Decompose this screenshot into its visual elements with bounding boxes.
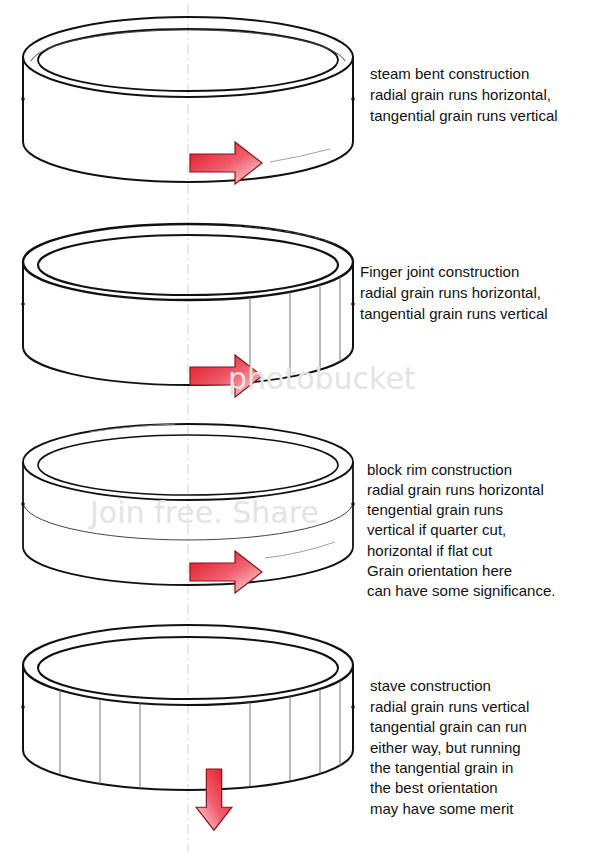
note-text: radial grain runs horizontal, (370, 85, 551, 105)
note-text: the tangential grain in (370, 758, 513, 778)
stave-line (100, 699, 101, 784)
ring-inner-rim (38, 435, 338, 495)
note-text: tangential grain runs vertical (360, 304, 548, 324)
stave-line (340, 681, 341, 766)
note-text: Finger joint construction (360, 262, 519, 282)
ring-rim (23, 224, 353, 300)
stave-ring (21, 625, 355, 830)
note-text: may have some merit (370, 799, 513, 819)
ring-bottom (23, 547, 353, 585)
note-text: radial grain runs horizontal (367, 480, 544, 500)
note-text: stave construction (370, 676, 491, 696)
ring-side (22, 665, 24, 750)
ring-bottom (23, 142, 353, 182)
axis-dot (21, 97, 25, 101)
note-text: radial grain runs horizontal, (360, 283, 541, 303)
stave-line (290, 696, 291, 781)
steam-bent-ring (21, 17, 355, 184)
ring-side (352, 665, 354, 750)
note-text: radial grain runs vertical (370, 697, 529, 717)
watermark-text: photobucket (228, 362, 416, 396)
ring-rim (23, 424, 353, 500)
stave-line (320, 689, 321, 774)
ring-side (352, 462, 354, 547)
ring-bottom (23, 750, 353, 790)
axis-dot (21, 705, 25, 709)
watermark-text: Join free. Share (90, 496, 319, 530)
axis-dot (351, 302, 355, 306)
ring-side (352, 262, 354, 347)
ring-side (22, 262, 24, 347)
note-text: tengential grain runs (367, 500, 503, 520)
grain-line (90, 424, 175, 432)
joint-line (320, 285, 321, 370)
note-text: steam bent construction (370, 64, 529, 84)
stave-line (250, 702, 251, 787)
note-text: either way, but running (370, 738, 521, 758)
stave-line (140, 703, 141, 788)
grain-line (265, 542, 335, 558)
grain-arrow (190, 142, 262, 184)
note-text: block rim construction (367, 460, 512, 480)
ring-edge (31, 30, 345, 61)
finger-joint-line (235, 226, 336, 244)
axis-dot (21, 502, 25, 506)
ring-side (22, 462, 24, 547)
axis-dot (351, 705, 355, 709)
block-rim-ring (21, 424, 355, 593)
joint-line (340, 277, 341, 362)
note-text: can have some significance. (367, 581, 555, 601)
grain-arrow (190, 551, 262, 593)
ring-rim (23, 17, 353, 97)
note-text: horizontal if flat cut (367, 541, 492, 561)
grain-arrow (196, 769, 232, 830)
grain-line (270, 149, 330, 162)
ring-inner-rim (38, 637, 338, 699)
ring-side (22, 57, 24, 142)
axis-dot (21, 302, 25, 306)
note-text: Grain orientation here (367, 561, 512, 581)
ring-inner-rim (38, 235, 338, 295)
ring-rim (23, 625, 353, 705)
stave-line (60, 690, 61, 775)
note-text: the best orientation (370, 778, 498, 798)
note-text: tangential grain runs vertical (370, 106, 558, 126)
ring-side (352, 57, 354, 142)
axis-dot (351, 97, 355, 101)
note-text: vertical if quarter cut, (367, 520, 506, 540)
center-line (188, 4, 189, 852)
axis-dot (351, 502, 355, 506)
note-text: tangential grain can run (370, 717, 527, 737)
